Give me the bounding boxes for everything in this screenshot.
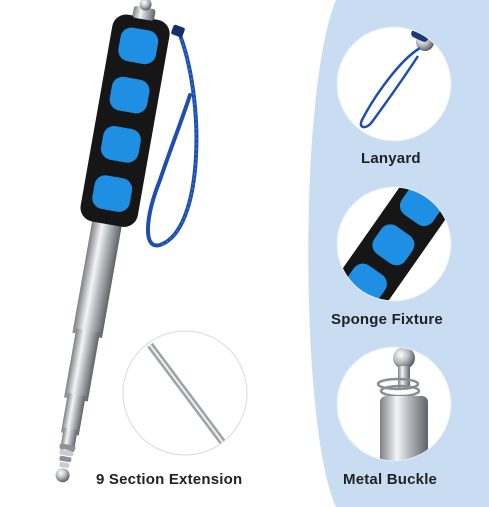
metal-buckle-label: Metal Buckle	[343, 471, 438, 488]
extension-detail	[123, 331, 247, 455]
foam-pad-4	[92, 175, 133, 212]
section-2	[64, 328, 100, 402]
foam-pad-3	[100, 126, 141, 163]
buckle-detail	[337, 347, 451, 461]
section-1	[72, 214, 123, 338]
top-ball	[139, 0, 152, 11]
section-3	[60, 392, 86, 436]
section-extension-label: 9 Section Extension	[96, 471, 243, 488]
top-cap	[132, 6, 156, 21]
foam-pad-2	[109, 76, 150, 114]
sponge-fixture-label: Sponge Fixture	[331, 311, 443, 328]
tip-ball	[55, 468, 70, 483]
lanyard-label: Lanyard	[361, 150, 421, 167]
pointer-tip	[59, 443, 76, 468]
lanyard-clip	[171, 24, 185, 38]
foam-pad-1	[118, 27, 159, 65]
lanyard-strap	[146, 28, 199, 248]
telescopic-pointer	[55, 0, 170, 483]
foam-handle	[80, 14, 170, 227]
